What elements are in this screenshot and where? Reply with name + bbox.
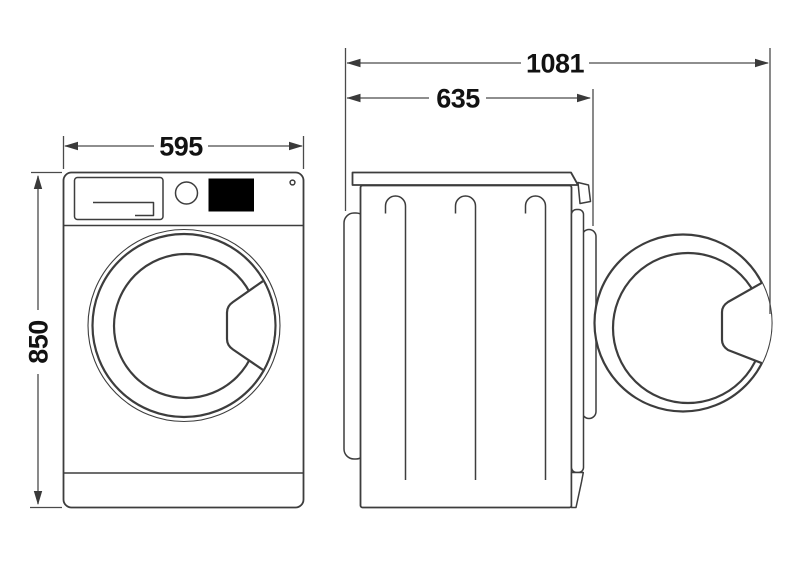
arrow-right-icon <box>755 58 769 68</box>
program-knob <box>174 181 199 205</box>
dim-depth-open-label: 1081 <box>526 49 585 79</box>
side-cabinet <box>359 184 573 509</box>
door-edge-strip <box>570 208 585 474</box>
lid-hinge <box>577 181 592 205</box>
dim-width-label: 595 <box>159 132 203 162</box>
arrow-left-icon <box>346 58 361 68</box>
side-door-handle <box>720 281 763 365</box>
detergent-drawer <box>73 176 164 221</box>
door-handle-pocket <box>227 281 275 370</box>
front-view <box>62 171 305 509</box>
power-led <box>289 179 296 186</box>
panel-groove <box>384 195 407 480</box>
dim-depth-open: 1081 <box>344 48 771 314</box>
arrow-up-icon <box>33 175 43 189</box>
arrow-left-icon <box>346 93 361 103</box>
door-rim <box>91 232 277 419</box>
arrow-right-icon <box>289 141 303 151</box>
dim-height-label: 850 <box>24 320 54 364</box>
dim-height: 850 <box>24 171 62 509</box>
side-door-handle-pocket <box>722 282 772 364</box>
arrow-left-icon <box>64 141 78 151</box>
front-foot-profile <box>570 471 585 509</box>
dim-depth: 635 <box>346 84 594 226</box>
dim-depth-label: 635 <box>436 84 480 114</box>
panel-groove <box>454 195 477 480</box>
side-view <box>343 171 773 509</box>
arrow-right-icon <box>577 93 591 103</box>
display-screen <box>208 178 254 212</box>
arrow-down-icon <box>33 491 43 505</box>
panel-groove <box>524 195 547 480</box>
door-handle <box>225 280 264 371</box>
dimension-annotations: 595 850 1081 635 <box>24 48 771 509</box>
top-lid <box>351 171 579 186</box>
drawer-handle <box>93 201 155 217</box>
door-outer-ring <box>87 228 281 423</box>
dim-width: 595 <box>62 132 305 169</box>
